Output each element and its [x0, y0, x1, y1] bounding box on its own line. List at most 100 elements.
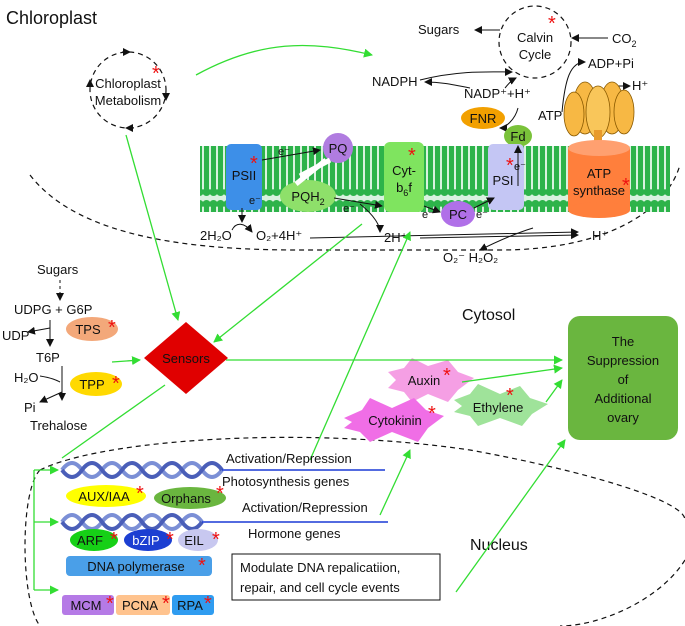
pi-label: Pi: [24, 400, 36, 415]
h2o-label: H₂O: [14, 370, 39, 385]
calvin-cycle: Calvin Cycle * Sugars CO2: [418, 5, 637, 79]
trehalose-pathway: Sugars UDPG + G6P UDP TPS * T6P H₂O Pi T…: [2, 262, 122, 433]
aux-iaa-asterisk: *: [136, 483, 144, 505]
fnr-protein: [461, 107, 505, 129]
modulate-box: [231, 553, 441, 601]
dna-helix-photosynthesis: [60, 461, 385, 479]
pcna-label: PCNA: [122, 598, 158, 613]
atp-synthase-asterisk: *: [622, 175, 630, 197]
mcm-label: MCM: [70, 598, 101, 613]
tpp-enzyme: [70, 372, 122, 396]
tps-asterisk: *: [108, 317, 116, 339]
psii-asterisk: *: [250, 153, 258, 175]
h-plus-top: H⁺: [632, 78, 648, 93]
modulate-line-2: repair, and cell cycle events: [240, 580, 400, 595]
pcna-asterisk: *: [162, 593, 170, 615]
aux-iaa-label: AUX/IAA: [78, 489, 130, 504]
e-to-pq: e⁻: [278, 146, 290, 158]
mcm-protein: [62, 595, 114, 615]
ethylene-shape: Ethylene *: [454, 384, 548, 426]
cytokinin-label: Cytokinin: [368, 413, 421, 428]
atp-synthase-label-2: synthase: [573, 183, 625, 198]
chloroplast-label: Chloroplast: [6, 8, 97, 28]
photosynthesis-genes: Photosynthesis genes: [222, 474, 350, 489]
outcome-line-4: Additional: [594, 391, 651, 406]
nucleus-label: Nucleus: [470, 537, 528, 554]
pqh2-label: PQH2: [291, 189, 324, 207]
ros-label: O₂⁻ H₂O₂: [443, 250, 498, 265]
metabolism-label-2: Metabolism: [95, 93, 161, 108]
calvin-asterisk: *: [548, 13, 556, 35]
orphans-asterisk: *: [216, 483, 224, 505]
arf-label: ARF: [77, 533, 103, 548]
e-to-pc: e⁻: [422, 209, 434, 221]
pq-protein: [323, 133, 353, 163]
two-h-label: 2H⁺: [384, 230, 407, 245]
pcna-protein: [116, 595, 170, 615]
atp-label: ATP: [538, 108, 562, 123]
dna-polymerase-asterisk: *: [198, 555, 206, 577]
cyt-label-2: b6f: [396, 180, 412, 198]
cyt-b6f-complex: Cyt- b6f *: [384, 142, 424, 212]
cytosol-label: Cytosol: [462, 307, 515, 324]
psi-label: PSI: [493, 173, 514, 188]
bzip-asterisk: *: [166, 529, 174, 551]
cytokinin-asterisk: *: [428, 403, 436, 425]
pc-protein: [441, 201, 475, 227]
t6p-label: T6P: [36, 350, 60, 365]
auxin-shape: Auxin *: [388, 358, 474, 402]
udpg-g6p: UDPG + G6P: [14, 302, 92, 317]
mcm-asterisk: *: [106, 593, 114, 615]
rpa-asterisk: *: [204, 593, 212, 615]
cyt-label-1: Cyt-: [392, 163, 416, 178]
outcome-line-3: of: [618, 372, 629, 387]
modulate-line-1: Modulate DNA repalicatiion,: [240, 560, 400, 575]
bzip-tf: [124, 529, 172, 551]
nadp-label: NADP⁺+H⁺: [464, 86, 531, 101]
eil-asterisk: *: [212, 529, 220, 551]
aux-iaa-tf: [66, 485, 146, 507]
dna-polymerase: [66, 556, 212, 576]
psi-electron: e⁻: [514, 161, 526, 173]
psi-complex: PSI * e⁻: [488, 144, 526, 210]
tpp-asterisk: *: [112, 373, 120, 395]
act-rep-2: Activation/Repression: [242, 500, 368, 515]
outcome-box: [568, 316, 678, 440]
calvin-label-1: Calvin: [517, 30, 553, 45]
fnr-label: FNR: [470, 111, 497, 126]
rpa-protein: [172, 595, 214, 615]
co2-label: CO2: [612, 31, 637, 49]
orphans-tf: [154, 487, 226, 509]
signal-arrows: [33, 44, 566, 595]
eil-label: EIL: [184, 533, 204, 548]
fd-label: Fd: [510, 129, 525, 144]
outcome-line-2: Suppression: [587, 353, 659, 368]
udp-label: UDP: [2, 328, 29, 343]
act-rep-1: Activation/Repression: [226, 451, 352, 466]
orphans-label: Orphans: [161, 491, 211, 506]
psii-electron: e⁻: [249, 195, 261, 207]
h-plus-lumen: H⁺: [592, 228, 608, 243]
eil-tf: [178, 529, 218, 551]
chloroplast-metabolism-cycle: Chloroplast Metabolism *: [86, 48, 170, 132]
water-label: 2H₂O: [200, 228, 232, 243]
e-to-psi: e⁻: [476, 209, 488, 221]
pq-label: PQ: [329, 141, 348, 156]
ethylene-asterisk: *: [506, 385, 514, 407]
adp-pi-label: ADP+Pi: [588, 56, 634, 71]
cytokinin-shape: Cytokinin *: [344, 398, 444, 442]
dna-polymerase-label: DNA polymerase: [87, 559, 185, 574]
tpp-label: TPP: [79, 377, 104, 392]
auxin-asterisk: *: [443, 365, 451, 387]
psi-asterisk: *: [506, 155, 514, 177]
rpa-label: RPA: [177, 598, 203, 613]
e-to-cyt: e⁻: [343, 203, 355, 215]
psii-complex: PSII * e⁻: [226, 144, 262, 210]
atp-synthase: ATP synthase *: [568, 140, 630, 218]
nadph-label: NADPH: [372, 74, 418, 89]
bzip-label: bZIP: [132, 533, 159, 548]
outcome-line-5: ovary: [607, 410, 639, 425]
atp-synthase-label-1: ATP: [587, 166, 611, 181]
sensors-node: [144, 322, 228, 394]
